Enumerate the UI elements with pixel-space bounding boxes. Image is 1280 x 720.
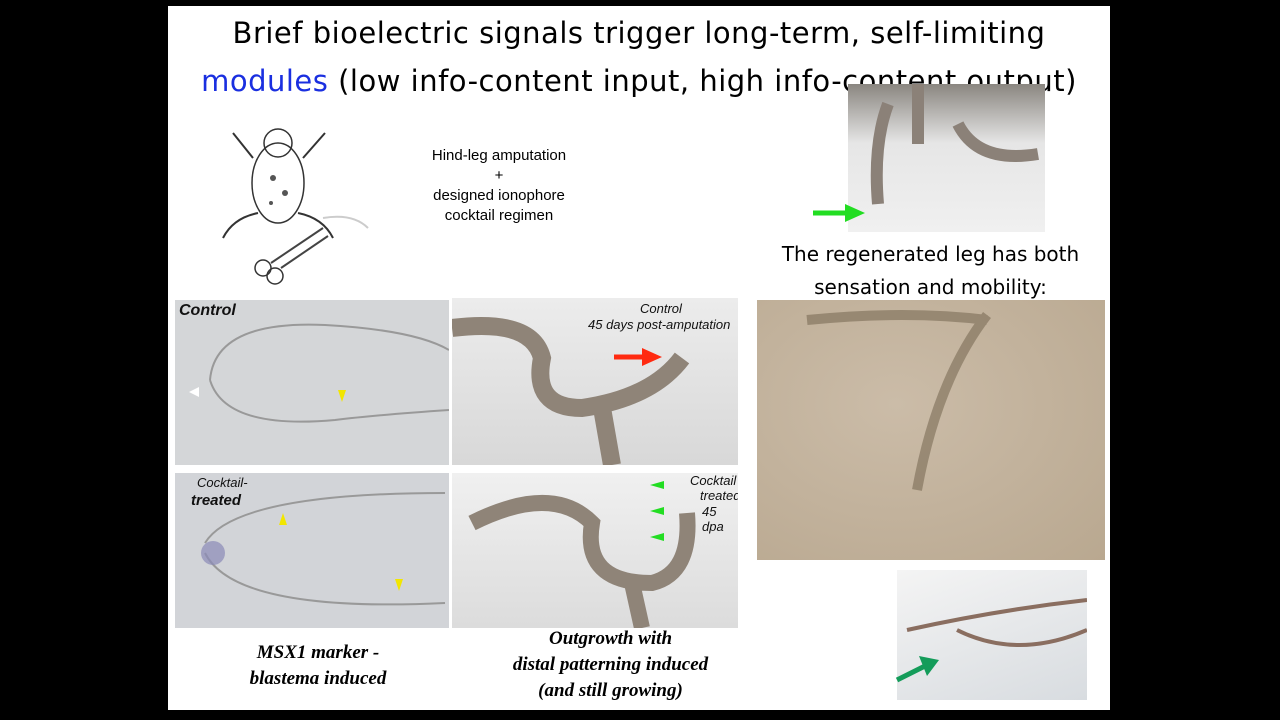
msx1-control-photo: Control bbox=[175, 300, 449, 465]
slide-title-line1: Brief bioelectric signals trigger long-t… bbox=[232, 16, 1046, 50]
mobility-video-frame bbox=[757, 300, 1105, 560]
right-caption-line: sensation and mobility: bbox=[814, 275, 1047, 299]
green-arrow-icon bbox=[813, 204, 865, 222]
msx-control-label: Control bbox=[179, 302, 236, 319]
frog-sketch-image bbox=[222, 128, 369, 285]
caption-line: blastema induced bbox=[249, 668, 387, 689]
leg-treated-label-1: Cocktail bbox=[690, 473, 737, 488]
procedure-text: Hind-leg amputation + designed ionophore… bbox=[398, 146, 600, 226]
regenerated-frog-photo bbox=[848, 84, 1045, 232]
procedure-line: + bbox=[494, 167, 504, 184]
leg-control-label-2: 45 days post-amputation bbox=[588, 317, 731, 332]
caption-line: MSX1 marker - bbox=[256, 642, 380, 663]
msx-treated-label-1: Cocktail- bbox=[197, 475, 248, 490]
leg-control-photo: Control 45 days post-amputation bbox=[452, 298, 738, 465]
yellow-arrowhead-icon bbox=[338, 390, 346, 402]
leg-treated-label-3: 45 dpa bbox=[702, 504, 724, 534]
msx-treated-label-2: treated bbox=[191, 492, 242, 509]
right-caption-line: The regenerated leg has both bbox=[781, 242, 1080, 266]
regenerated-foot-photo bbox=[897, 570, 1087, 700]
green-arrowhead-icon bbox=[650, 533, 664, 541]
white-arrowhead-icon bbox=[189, 387, 199, 397]
caption-line: (and still growing) bbox=[538, 680, 683, 701]
caption-line: distal patterning induced bbox=[512, 654, 709, 675]
green-arrowhead-icon bbox=[650, 507, 664, 515]
red-arrow-icon bbox=[614, 348, 662, 366]
slide: Brief bioelectric signals trigger long-t… bbox=[168, 6, 1110, 710]
teal-arrow-icon bbox=[895, 656, 939, 683]
procedure-line: designed ionophore bbox=[433, 187, 565, 204]
right-caption: The regenerated leg has both sensation a… bbox=[758, 238, 1103, 304]
leg-control-label-1: Control bbox=[640, 301, 682, 316]
leg-treated-label-2: treated bbox=[700, 488, 738, 503]
yellow-arrowhead-icon bbox=[279, 513, 287, 525]
caption-line: Outgrowth with bbox=[548, 628, 673, 649]
caption-outgrowth: Outgrowth with distal patterning induced… bbox=[468, 626, 753, 704]
title-highlight: modules bbox=[201, 64, 329, 98]
leg-treated-photo: Cocktail treated 45 dpa bbox=[452, 473, 738, 628]
msx1-treated-photo: Cocktail- treated bbox=[175, 473, 449, 628]
procedure-line: Hind-leg amputation bbox=[431, 147, 567, 164]
procedure-line: cocktail regimen bbox=[444, 207, 554, 224]
green-arrowhead-icon bbox=[650, 481, 664, 489]
yellow-arrowhead-icon bbox=[395, 579, 403, 591]
caption-msx1: MSX1 marker - blastema induced bbox=[188, 640, 448, 692]
